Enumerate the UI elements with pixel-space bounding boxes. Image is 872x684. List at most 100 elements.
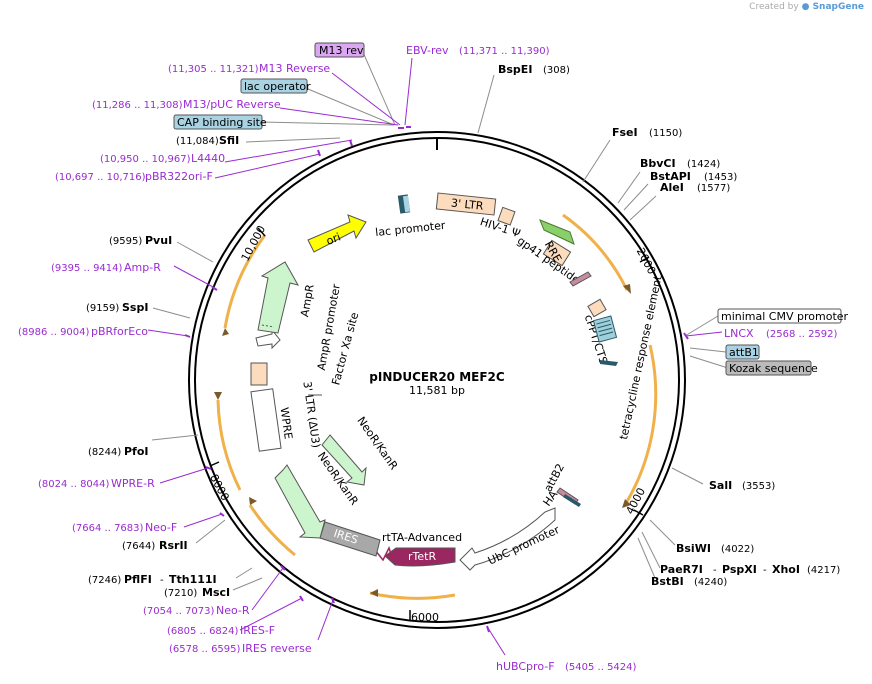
site-xhoi[interactable]: XhoI (772, 563, 800, 576)
kozak-mark[interactable] (600, 360, 618, 366)
primer-neo-f[interactable]: Neo-F (145, 521, 177, 534)
cap-site-label: CAP binding site (177, 116, 267, 129)
ori-arrow[interactable] (307, 214, 367, 253)
plasmid-length: 11,581 bp (409, 384, 465, 397)
site-sspi-pos: (9159) (86, 303, 119, 314)
wpre-box[interactable] (250, 388, 282, 452)
ltr-5-label: 3' LTR (450, 196, 484, 212)
lac-promoter-label: lac promoter (375, 219, 447, 239)
site-bspei[interactable]: BspEI (498, 63, 532, 76)
primer-pbr322ori-f[interactable]: pBR322ori-F (145, 170, 213, 183)
site-msci[interactable]: MscI (202, 586, 230, 599)
lac-operator-box[interactable] (240, 78, 308, 94)
tick-marks (209, 227, 650, 620)
primer-hubcpro-f-pos: (5405 .. 5424) (565, 662, 637, 673)
site-rsrii-pos: (7644) (122, 541, 155, 552)
primer-wpre-r[interactable]: WPRE-R (111, 477, 155, 490)
m13rev-box[interactable] (314, 42, 365, 58)
gp41-arrow[interactable] (569, 271, 592, 287)
neor-arrow-1[interactable] (274, 464, 326, 539)
site-pfoi[interactable]: PfoI (124, 445, 149, 458)
site-sfii[interactable]: SfiI (219, 134, 239, 147)
primer-ires-reverse[interactable]: IRES reverse (242, 642, 312, 655)
site-alei-pos: (1577) (697, 183, 730, 194)
site-bbvci[interactable]: BbvCI (640, 157, 676, 170)
kozak-box[interactable] (725, 360, 812, 376)
primer-ires-f[interactable]: IRES-F (240, 624, 275, 637)
site-bstbi[interactable]: BstBI (651, 575, 684, 588)
site-sspi[interactable]: SspI (122, 301, 148, 314)
cppt-box[interactable] (587, 298, 607, 318)
credit-prefix: Created by (749, 2, 799, 12)
primer-hubcpro-f[interactable]: hUBCpro-F (496, 660, 555, 673)
site-sali[interactable]: SalI (709, 479, 732, 492)
neor-label-2: NeoR/KanR (354, 414, 400, 472)
ampr-arrow[interactable] (257, 261, 300, 334)
lac-operator-mark[interactable] (402, 195, 411, 213)
ampr-label: AmpR (298, 283, 317, 318)
lac-operator-label: lac operator (244, 80, 311, 93)
primer-marks (184, 126, 689, 633)
primer-leader-lines (147, 57, 723, 656)
site-fsei[interactable]: FseI (612, 126, 638, 139)
site-sfii-pos: (11,084) (176, 136, 219, 147)
green-feature-arrow[interactable] (539, 219, 575, 245)
tick-8000: 8000 (207, 472, 232, 503)
site-bstapi[interactable]: BstAPI (650, 170, 691, 183)
primer-wpre-r-pos: (8024 .. 8044) (38, 479, 110, 490)
plasmid-name: pINDUCER20 MEF2C (369, 370, 505, 384)
ampr-promoter-arrow[interactable] (255, 328, 281, 350)
site-bsiwi[interactable]: BsiWI (676, 542, 711, 555)
backbone-outer (188, 131, 686, 629)
cap-site-box[interactable] (173, 114, 263, 130)
attb2-mark[interactable] (563, 494, 581, 507)
primer-amp-r[interactable]: Amp-R (124, 261, 161, 274)
rtetr-arrow[interactable] (384, 547, 456, 567)
attb1-label: attB1 (729, 346, 759, 359)
rtta-label: rtTA-Advanced (382, 531, 462, 544)
site-msci-pos: (7210) (164, 588, 197, 599)
primer-l4440-pos: (10,950 .. 10,967) (100, 154, 191, 165)
primer-m13-reverse[interactable]: M13 Reverse (259, 62, 330, 75)
site-pspxi[interactable]: PspXI (722, 563, 757, 576)
primer-ebv-rev-pos: (11,371 .. 11,390) (459, 46, 550, 57)
primer-pbrforeco-pos: (8986 .. 9004) (18, 327, 90, 338)
orange-tracks (216, 213, 658, 600)
primer-m13-puc-reverse-pos: (11,286 .. 11,308) (92, 100, 183, 111)
primer-pbrforeco[interactable]: pBRforEco (91, 325, 148, 338)
tick-6000: 6000 (411, 611, 439, 624)
primer-lncx[interactable]: LNCX (724, 327, 754, 340)
min-cmv-box[interactable] (717, 308, 842, 324)
tre-hatch (596, 319, 614, 337)
tre-box[interactable] (592, 315, 618, 343)
site-pflfi-sep: - (160, 575, 164, 586)
ori-label: ori (324, 230, 342, 247)
credit-brand: SnapGene (812, 2, 864, 12)
tick-10000: 10,000 (239, 223, 269, 263)
site-rsrii[interactable]: RsrII (159, 539, 188, 552)
site-paer7i-sep1: - (713, 565, 717, 576)
primer-l4440[interactable]: L4440 (191, 152, 225, 165)
primer-neo-r[interactable]: Neo-R (216, 604, 250, 617)
site-tth111i[interactable]: Tth111I (169, 573, 217, 586)
ltr3-label: 3' LTR (ΔU3) (300, 381, 322, 449)
rre-box[interactable] (542, 239, 572, 267)
ltr3-box[interactable] (250, 362, 268, 386)
primer-pbr322ori-f-pos: (10,697 .. 10,716) (55, 172, 146, 183)
credit: Created by ● SnapGene (749, 2, 864, 12)
primer-ebv-rev[interactable]: EBV-rev (406, 44, 449, 57)
ltr-5-box[interactable] (435, 192, 497, 216)
hiv-psi-box[interactable] (497, 206, 516, 226)
site-alei[interactable]: AleI (660, 181, 684, 194)
neor-arrow-2[interactable] (321, 434, 367, 486)
primer-ires-reverse-pos: (6578 .. 6595) (169, 644, 241, 655)
site-pvui[interactable]: PvuI (145, 234, 172, 247)
attb1-box[interactable] (725, 344, 760, 360)
site-pflfi[interactable]: PflFI (124, 573, 152, 586)
site-pflfi-pos: (7246) (88, 575, 121, 586)
ubc-promoter-arrow[interactable] (459, 507, 556, 571)
primer-m13-puc-reverse[interactable]: M13/pUC Reverse (183, 98, 281, 111)
site-paer7i[interactable]: PaeR7I (660, 563, 703, 576)
site-bstbi-pos: (4240) (694, 577, 727, 588)
site-xhoi-pos: (4217) (807, 565, 840, 576)
